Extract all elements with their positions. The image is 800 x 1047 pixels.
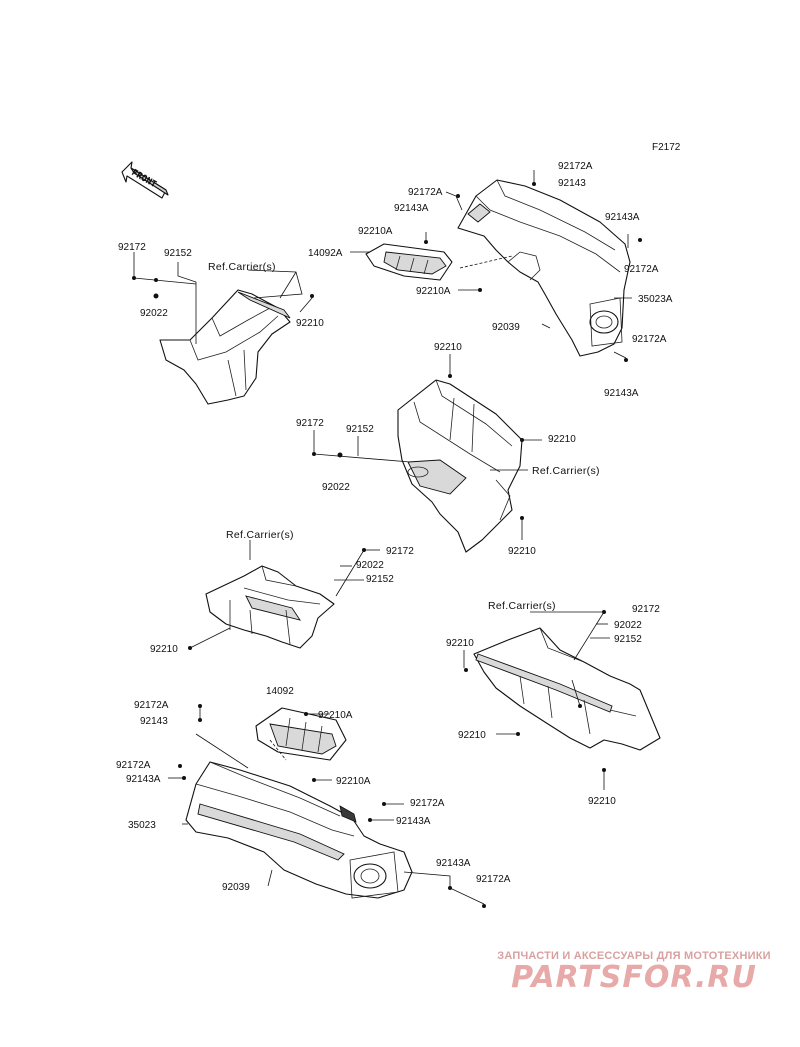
label-ml-ref-carrier: Ref.Carrier(s)	[226, 529, 294, 541]
label-c-92210-top: 92210	[434, 342, 462, 353]
rear-fender-right-group	[457, 179, 631, 357]
label-mr-92210-left: 92210	[446, 638, 474, 649]
label-c-92172: 92172	[296, 418, 324, 429]
label-lf-92143a-right: 92143A	[396, 816, 431, 827]
label-92172a-r2: 92172A	[632, 334, 667, 345]
label-92143a-r1: 92143A	[605, 212, 640, 223]
watermark-tagline: ЗАПЧАСТИ И АКСЕССУАРЫ ДЛЯ МОТОТЕХНИКИ	[497, 950, 771, 962]
label-mr-92022: 92022	[614, 620, 642, 631]
watermark-logo: PARTSFOR.RU	[511, 960, 757, 995]
center-carrier-bracket	[397, 379, 523, 553]
label-mr-92210-bottom: 92210	[458, 730, 486, 741]
mud-flap-14092	[255, 707, 347, 761]
rear-fender-35023a	[457, 179, 631, 357]
label-lf-92143: 92143	[140, 716, 168, 727]
label-ul-ref-carrier: Ref.Carrier(s)	[208, 261, 276, 273]
label-c-92152: 92152	[346, 424, 374, 435]
label-lf-92172a-left: 92172A	[116, 760, 151, 771]
label-mr-92210-bottom-right: 92210	[588, 796, 616, 807]
label-ml-92172: 92172	[386, 546, 414, 557]
label-92210a-mid: 92210A	[416, 286, 451, 297]
label-ul-92172: 92172	[118, 242, 146, 253]
label-lf-92143a-bottom: 92143A	[436, 858, 471, 869]
label-92143a-r2: 92143A	[604, 388, 639, 399]
label-mr-92172: 92172	[632, 604, 660, 615]
label-92143-top: 92143	[558, 178, 586, 189]
fender-lamp-housing	[589, 310, 619, 334]
label-c-ref-carrier: Ref.Carrier(s)	[532, 465, 600, 477]
label-lf-92143a-left: 92143A	[126, 774, 161, 785]
label-92039-top: 92039	[492, 322, 520, 333]
middle-right-carrier-bracket	[473, 627, 661, 751]
label-35023a: 35023A	[638, 294, 673, 305]
label-c-92022: 92022	[322, 482, 350, 493]
label-ml-92152: 92152	[366, 574, 394, 585]
label-ul-92210: 92210	[296, 318, 324, 329]
label-lf-92172a-bottom: 92172A	[476, 874, 511, 885]
label-mr-ref-carrier: Ref.Carrier(s)	[488, 600, 556, 612]
label-lf-35023: 35023	[128, 820, 156, 831]
label-92143a-left: 92143A	[394, 203, 429, 214]
label-mr-92152: 92152	[614, 634, 642, 645]
label-14092a: 14092A	[308, 248, 343, 259]
label-92210a-top: 92210A	[358, 226, 393, 237]
label-ml-92210: 92210	[150, 644, 178, 655]
figure-code: F2172	[652, 142, 681, 153]
label-ml-92022: 92022	[356, 560, 384, 571]
label-lf-92210a: 92210A	[318, 710, 353, 721]
front-fender-35023	[185, 761, 413, 899]
label-lf-92039: 92039	[222, 882, 250, 893]
mud-flap-14092a	[365, 243, 453, 281]
label-lf-92172a-top: 92172A	[134, 700, 169, 711]
label-lf-92172a-right: 92172A	[410, 798, 445, 809]
label-92172a-r1: 92172A	[624, 264, 659, 275]
label-ul-92022: 92022	[140, 308, 168, 319]
label-92172a-left: 92172A	[408, 187, 443, 198]
front-fender-lamp-housing	[353, 863, 387, 889]
label-lf-14092: 14092	[266, 686, 294, 697]
site-watermark: ЗАПЧАСТИ И АКСЕССУАРЫ ДЛЯ МОТОТЕХНИКИ PA…	[478, 950, 790, 994]
label-92172a-top: 92172A	[558, 161, 593, 172]
front-direction-arrow-icon: FRONT	[121, 161, 169, 199]
middle-left-carrier-bracket	[205, 565, 335, 649]
label-ul-92152: 92152	[164, 248, 192, 259]
label-c-92210-bottom: 92210	[508, 546, 536, 557]
label-lf-92210a-mid: 92210A	[336, 776, 371, 787]
label-c-92210-right: 92210	[548, 434, 576, 445]
upper-left-carrier-bracket	[159, 289, 291, 405]
